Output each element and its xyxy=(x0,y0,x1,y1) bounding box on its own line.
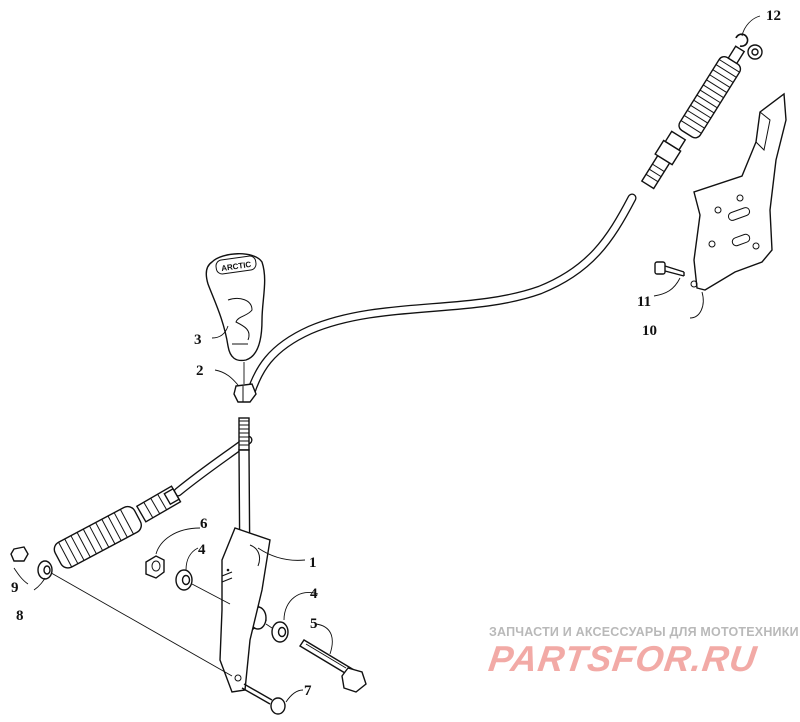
lower-cable-fitting xyxy=(135,485,182,523)
washer-part-4-left xyxy=(175,569,193,591)
callout-3: 3 xyxy=(194,332,202,348)
callout-6: 6 xyxy=(200,516,208,532)
cable-bracket-part-10 xyxy=(690,92,787,291)
axis-line-cable-end xyxy=(45,569,233,677)
watermark-logo: PARTSFOR.RU xyxy=(486,638,760,679)
upper-cable-boot xyxy=(678,45,746,139)
screw-part-11 xyxy=(654,261,685,277)
lower-cable-boot xyxy=(53,505,142,569)
bolt-part-5 xyxy=(299,639,367,693)
washer-part-4-right xyxy=(271,621,289,643)
callout-8: 8 xyxy=(16,608,24,624)
callout-9: 9 xyxy=(11,580,19,596)
lever-mount-plate xyxy=(219,527,271,693)
callout-12: 12 xyxy=(766,8,781,24)
jam-nut-part-2 xyxy=(233,383,257,403)
watermark-tagline: ЗАПЧАСТИ И АКСЕССУАРЫ ДЛЯ МОТОТЕХНИКИ xyxy=(489,625,799,639)
upper-cable-fitting xyxy=(640,130,687,190)
cable-end-eyelet xyxy=(747,44,763,60)
callout-10: 10 xyxy=(642,323,657,339)
axis-line-right-washer xyxy=(265,623,273,629)
callout-4-left: 4 xyxy=(198,542,206,558)
nut-part-9 xyxy=(10,546,29,562)
axis-line-left-bushing xyxy=(191,583,231,605)
callout-2: 2 xyxy=(196,363,204,379)
callout-7: 7 xyxy=(304,683,312,699)
e-clip-part-12 xyxy=(735,33,749,47)
screw-part-7 xyxy=(241,683,286,715)
callout-5: 5 xyxy=(310,616,318,632)
callout-11: 11 xyxy=(637,294,651,310)
knob-marking: ARCTIC xyxy=(221,260,252,273)
callout-labels: 1 2 3 4 4 5 6 7 8 9 10 11 12 xyxy=(11,8,781,699)
washer-part-8 xyxy=(37,560,53,580)
shift-knob-part-3: ARCTIC xyxy=(205,253,266,362)
bushing-part-6 xyxy=(145,555,165,579)
callout-4-right: 4 xyxy=(310,586,318,602)
leader-lines xyxy=(13,15,761,703)
callout-1: 1 xyxy=(309,555,317,571)
